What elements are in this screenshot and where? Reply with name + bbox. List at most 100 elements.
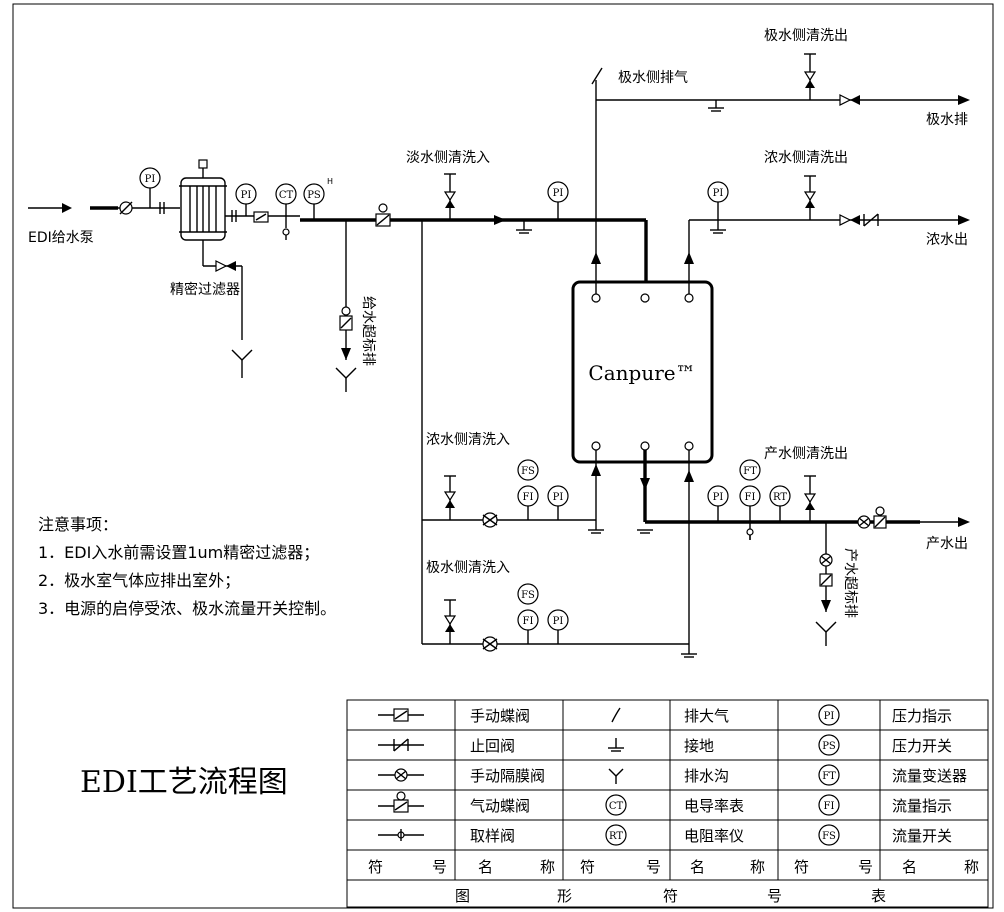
label-electrode-side-vent: 极水侧排气 — [618, 70, 688, 86]
label-conc-side-flush-out: 浓水侧清洗出 — [764, 150, 848, 166]
drain-gully-feed — [335, 367, 357, 392]
label-electrode-water-drain: 极水排 — [926, 112, 968, 128]
label-conc-side-flush-in: 浓水侧清洗入 — [426, 432, 510, 448]
legend-name-r4c2: 电导率表 — [684, 797, 744, 815]
product-flush-valve — [803, 493, 817, 510]
legend-header-cell: 称 — [540, 858, 555, 876]
legend-symbol-sample-valve — [378, 829, 424, 841]
drain-gully-filter — [231, 349, 253, 378]
legend-name-r4c1: 气动蝶阀 — [470, 797, 530, 815]
label-fine-filter: 精密过滤器 — [170, 281, 240, 298]
legend-symbol-vent — [611, 707, 621, 723]
drain-gully-product — [815, 621, 837, 646]
conc-up-arrow — [684, 252, 694, 264]
feed-manual-butterfly-valve — [119, 201, 133, 215]
legend-symbol-diaphragm-valve — [378, 768, 424, 782]
legend-header-cell: 号 — [858, 858, 873, 876]
product-drain-arrow — [821, 600, 831, 612]
legend-header-cell: 名 — [690, 858, 705, 876]
edi-module: Canpure™ — [571, 280, 714, 464]
legend-name-r2c1: 止回阀 — [470, 737, 515, 755]
legend-name-r2c3: 压力开关 — [892, 737, 952, 755]
electrode-inlet-arrow — [684, 470, 694, 482]
main-pneumatic-valve — [375, 203, 391, 227]
dilute-flow-arrow — [494, 215, 506, 225]
legend-symbol-ground — [608, 738, 624, 752]
conc-inlet-arrow — [591, 464, 601, 476]
conc-flush-in-valve — [443, 491, 457, 508]
label-feed-pump: EDI给水泵 — [28, 230, 94, 246]
label-feed-over-limit-drain: 给水超标排 — [360, 296, 376, 366]
ground-symbol-5 — [681, 653, 697, 658]
conc-flush-valve — [803, 191, 817, 208]
pi-text: PI — [713, 492, 724, 503]
feed-check-valve — [253, 211, 269, 223]
legend-name-r3c1: 手动隔膜阀 — [470, 767, 545, 785]
conc-check-valve — [863, 213, 879, 227]
legend-header-cell: 称 — [964, 858, 979, 876]
electrode-up-arrow — [591, 252, 601, 264]
note-item-1: 1．EDI入水前需设置1um精密过滤器； — [38, 543, 319, 562]
legend-name-r1c3: 压力指示 — [892, 707, 952, 725]
product-pneumatic-valve — [873, 506, 887, 529]
notes-heading: 注意事项： — [38, 515, 118, 534]
fi-text: FI — [523, 616, 534, 627]
electrode-drain-valve — [839, 94, 860, 106]
conc-out-arrow — [920, 215, 970, 225]
ground-symbol-4 — [588, 529, 604, 534]
legend-header-cell: 符 — [368, 858, 383, 876]
legend-symbol-pneumatic-butterfly — [378, 791, 424, 813]
legend-footer-row: 图 形 符 号 表 — [455, 887, 886, 905]
instrument-fs-conc: FS — [517, 459, 539, 481]
fi-text: FI — [745, 492, 756, 503]
instrument-pi-after-filter: PI — [235, 183, 257, 205]
pi-text: PI — [145, 174, 156, 185]
legend-name-r5c1: 取样阀 — [470, 827, 515, 845]
label-dilute-side-flush-in: 淡水侧清洗入 — [406, 150, 490, 166]
instrument-rt: RT — [769, 485, 791, 507]
product-sample-valve — [746, 528, 754, 540]
fs-text: FS — [521, 590, 535, 601]
pi-text: PI — [553, 492, 564, 503]
legend-header-cell: 名 — [478, 858, 493, 876]
legend-name-r3c3: 流量变送器 — [892, 767, 967, 785]
legend-footer-cell: 形 — [557, 887, 572, 905]
ft-text: FT — [822, 771, 836, 782]
legend-header-cell: 符 — [580, 858, 595, 876]
pi-text: PI — [713, 188, 724, 199]
legend-symbol-ct: CT — [605, 794, 627, 816]
legend-name-r5c2: 电阻率仪 — [684, 827, 744, 845]
fi-text: FI — [824, 801, 835, 812]
legend-header-cell: 号 — [432, 858, 447, 876]
legend-symbol-pi: PI — [818, 704, 840, 726]
instrument-pi-conc: PI — [707, 181, 729, 203]
ct-text: CT — [609, 801, 624, 812]
pi-text: PI — [241, 190, 252, 201]
pi-text: PI — [553, 188, 564, 199]
pi-text: PI — [553, 616, 564, 627]
legend-symbol-check-valve — [378, 738, 424, 752]
fi-text: FI — [523, 492, 534, 503]
instrument-pi-dilute: PI — [547, 181, 569, 203]
instrument-fi-product: FI — [739, 485, 761, 507]
conc-drain-valve — [839, 214, 860, 226]
instrument-pi-feed: PI — [139, 167, 161, 189]
legend-symbol-drain-gully — [608, 768, 624, 784]
vent-to-atmosphere-symbol — [591, 67, 603, 85]
legend-symbol-rt: RT — [605, 824, 627, 846]
product-down-arrow — [640, 478, 650, 490]
legend-symbol-fs: FS — [818, 824, 840, 846]
instrument-fi-conc: FI — [517, 485, 539, 507]
ps-text: PS — [822, 741, 836, 752]
product-diaphragm-valve — [857, 515, 871, 529]
legend-name-r4c3: 流量指示 — [892, 797, 952, 815]
instrument-ft-product: FT — [739, 459, 761, 481]
instrument-pi-conc-in: PI — [547, 485, 569, 507]
conc-diaphragm-valve — [482, 512, 498, 528]
instrument-fs-electrode: FS — [517, 583, 539, 605]
ft-text: FT — [743, 466, 757, 477]
legend-symbol-manual-butterfly — [378, 708, 424, 722]
product-drain-diaphragm-valve — [819, 553, 833, 567]
label-electrode-side-flush-out: 极水侧清洗出 — [764, 28, 848, 44]
fs-text: FS — [822, 831, 836, 842]
